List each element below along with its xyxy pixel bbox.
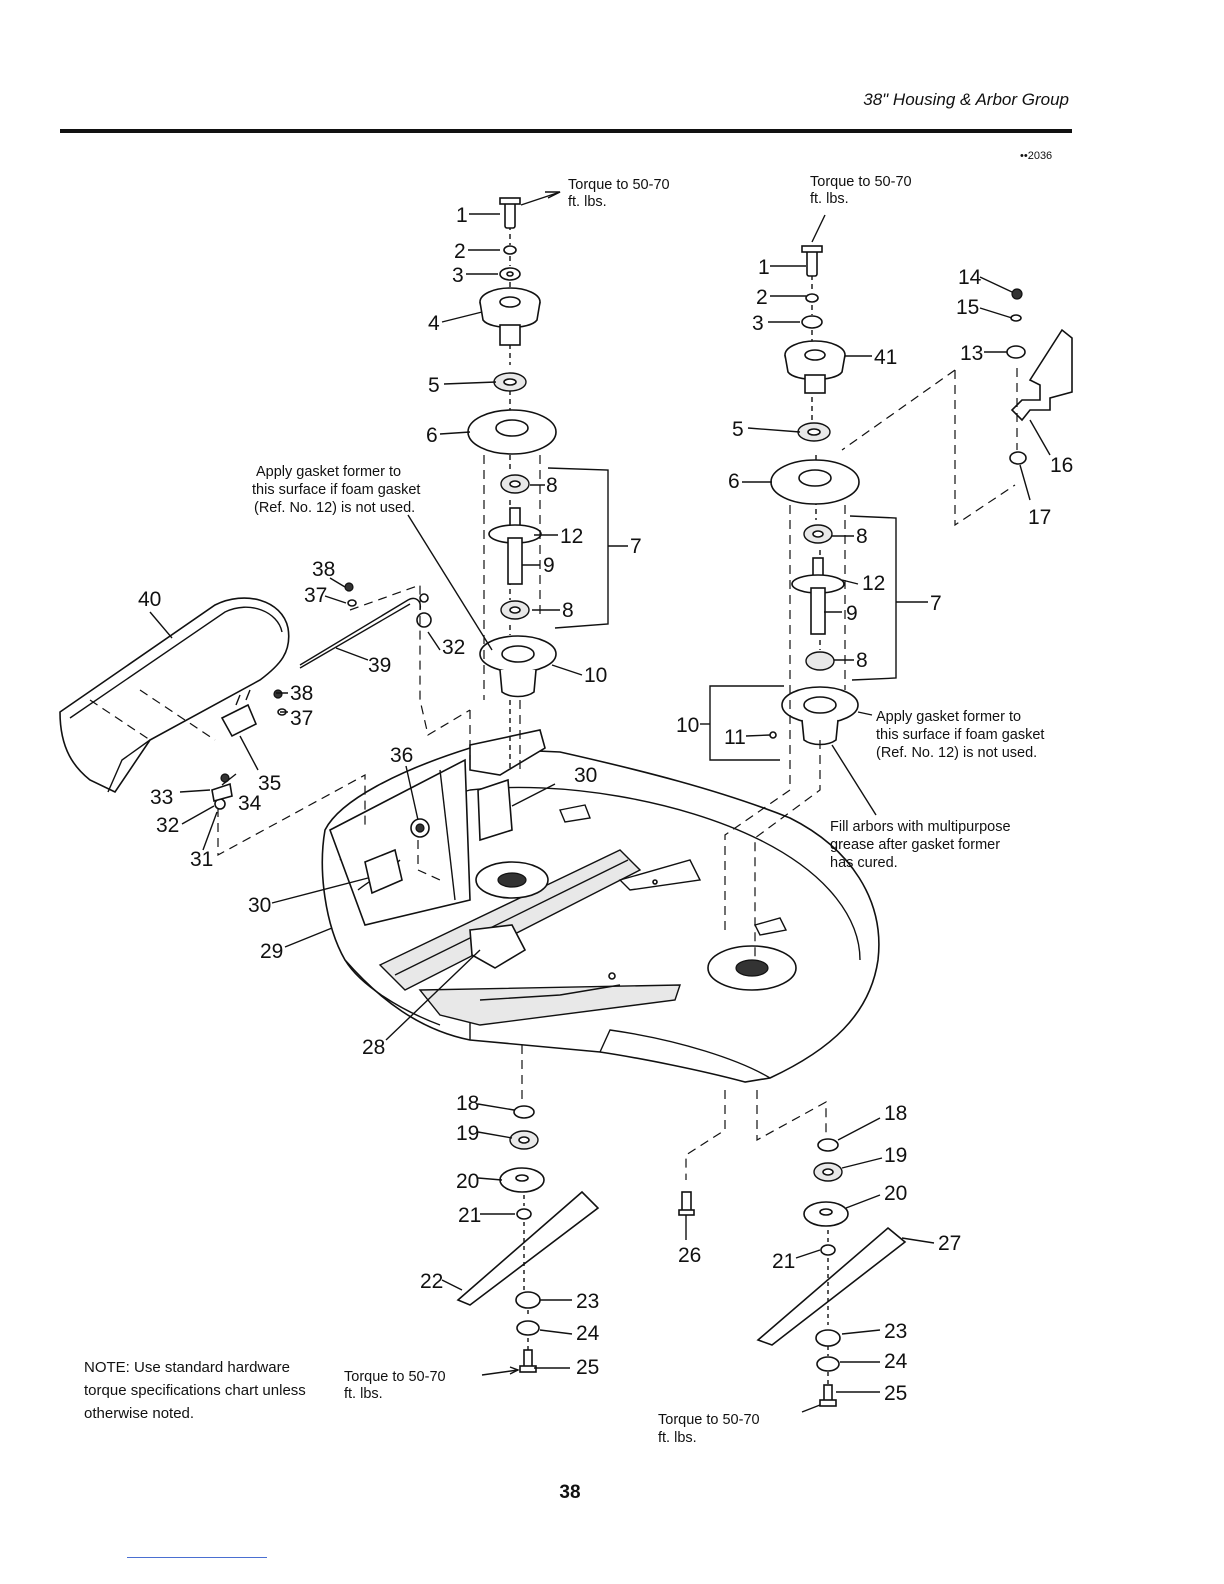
- callout-left-10: 10: [584, 664, 607, 687]
- callout-right-12: 12: [862, 572, 885, 595]
- callout-right-7: 7: [930, 592, 942, 615]
- torque-note-bottom-left-unit: ft. lbs.: [344, 1386, 383, 1402]
- callout-36: 36: [390, 744, 413, 767]
- callout-32a: 32: [442, 636, 465, 659]
- gasket-note-right-3: (Ref. No. 12) is not used.: [876, 745, 1037, 761]
- grease-note-3: has cured.: [830, 855, 898, 871]
- callout-right-11: 11: [724, 726, 746, 749]
- callout-30b: 30: [248, 894, 271, 917]
- callout-33: 33: [150, 786, 173, 809]
- gasket-note-left-3: (Ref. No. 12) is not used.: [254, 500, 415, 516]
- callout-left-5: 5: [428, 374, 440, 397]
- callout-40: 40: [138, 588, 161, 611]
- callout-37a: 37: [304, 584, 327, 607]
- callout-numbers: 1 2 3 4 5 6 8 12 9 8 7 10 1 2 3 41 5 6 8…: [138, 204, 1073, 1405]
- callout-right-10: 10: [676, 714, 699, 737]
- torque-note-bottom-right: Torque to 50-70: [658, 1412, 760, 1428]
- callout-left-1: 1: [456, 204, 468, 227]
- callout-right-17: 17: [1028, 506, 1051, 529]
- callout-38b: 38: [290, 682, 313, 705]
- torque-note-bottom-right-unit: ft. lbs.: [658, 1430, 697, 1446]
- callout-bottom-21: 21: [458, 1204, 481, 1227]
- callout-right-16: 16: [1050, 454, 1073, 477]
- torque-note-top-left: Torque to 50-70: [568, 177, 670, 193]
- torque-note-top-right: Torque to 50-70: [810, 174, 912, 190]
- callout-37b: 37: [290, 707, 313, 730]
- torque-spec-note: NOTE: Use standard hardware torque speci…: [84, 1359, 306, 1422]
- left-arbor-stack: [467, 197, 628, 770]
- callout-left-12: 12: [560, 525, 583, 548]
- callout-bottom-20: 20: [456, 1170, 479, 1193]
- callout-right-8a: 8: [856, 525, 868, 548]
- callout-31: 31: [190, 848, 213, 871]
- callout-left-3: 3: [452, 264, 464, 287]
- leader-lines: [149, 191, 1051, 1413]
- right-arbor-stack: [700, 245, 1073, 960]
- callout-right-15: 15: [956, 296, 979, 319]
- callout-35: 35: [258, 772, 281, 795]
- callout-30a: 30: [574, 764, 597, 787]
- page-header-title: 38" Housing & Arbor Group: [863, 90, 1069, 109]
- callout-right-bottom-27: 27: [938, 1232, 961, 1255]
- page-number: 38: [559, 1482, 581, 1503]
- right-blade-stack: [756, 1090, 907, 1407]
- callout-right-13: 13: [960, 342, 983, 365]
- left-blade-stack: [456, 1045, 600, 1373]
- callout-right-bottom-24: 24: [884, 1350, 908, 1373]
- callout-bottom-25: 25: [576, 1356, 599, 1379]
- gasket-note-right-1: Apply gasket former to: [876, 709, 1021, 725]
- callout-right-bottom-25: 25: [884, 1382, 907, 1405]
- callout-left-4: 4: [428, 312, 440, 335]
- callout-right-14: 14: [958, 266, 982, 289]
- header-rule: [60, 129, 1072, 133]
- callout-34: 34: [238, 792, 262, 815]
- callout-left-8b: 8: [562, 599, 574, 622]
- mower-housing: [321, 729, 880, 1083]
- callout-right-3: 3: [752, 312, 764, 335]
- callout-39: 39: [368, 654, 391, 677]
- grease-note-1: Fill arbors with multipurpose: [830, 819, 1011, 835]
- callout-26: 26: [678, 1244, 701, 1267]
- footer-link-underline[interactable]: [127, 1557, 267, 1558]
- torque-note-top-right-unit: ft. lbs.: [810, 191, 849, 207]
- callout-bottom-18: 18: [456, 1092, 479, 1115]
- callout-bottom-19: 19: [456, 1122, 479, 1145]
- callout-left-7: 7: [630, 535, 642, 558]
- callout-left-9: 9: [543, 554, 555, 577]
- torque-note-bottom-left: Torque to 50-70: [344, 1369, 446, 1385]
- callout-right-9: 9: [846, 602, 858, 625]
- callout-right-2: 2: [756, 286, 768, 309]
- callout-right-5: 5: [732, 418, 744, 441]
- center-bolt-group: [678, 1090, 726, 1240]
- diagram-code: ••2036: [1020, 150, 1053, 162]
- callout-29: 29: [260, 940, 283, 963]
- callout-bottom-24: 24: [576, 1322, 600, 1345]
- grease-note-2: grease after gasket former: [830, 837, 1000, 853]
- callout-38a: 38: [312, 558, 335, 581]
- annotation-texts: Torque to 50-70 ft. lbs. Torque to 50-70…: [252, 174, 1044, 1446]
- gasket-note-left-2: this surface if foam gasket: [252, 482, 420, 498]
- callout-right-bottom-18: 18: [884, 1102, 907, 1125]
- callout-bottom-23: 23: [576, 1290, 599, 1313]
- callout-left-6: 6: [426, 424, 438, 447]
- callout-right-8b: 8: [856, 649, 868, 672]
- callout-left-2: 2: [454, 240, 466, 263]
- gasket-note-left-1: Apply gasket former to: [256, 464, 401, 480]
- gasket-note-right-2: this surface if foam gasket: [876, 727, 1044, 743]
- callout-28: 28: [362, 1036, 385, 1059]
- callout-right-bottom-19: 19: [884, 1144, 907, 1167]
- callout-right-bottom-23: 23: [884, 1320, 907, 1343]
- deflector-group: [59, 582, 471, 881]
- torque-note-top-left-unit: ft. lbs.: [568, 194, 607, 210]
- callout-bottom-22: 22: [420, 1270, 443, 1293]
- callout-right-bottom-20: 20: [884, 1182, 907, 1205]
- callout-32b: 32: [156, 814, 179, 837]
- callout-left-8a: 8: [546, 474, 558, 497]
- callout-right-41: 41: [874, 346, 897, 369]
- callout-right-1: 1: [758, 256, 770, 279]
- callout-right-6: 6: [728, 470, 740, 493]
- callout-right-bottom-21: 21: [772, 1250, 795, 1273]
